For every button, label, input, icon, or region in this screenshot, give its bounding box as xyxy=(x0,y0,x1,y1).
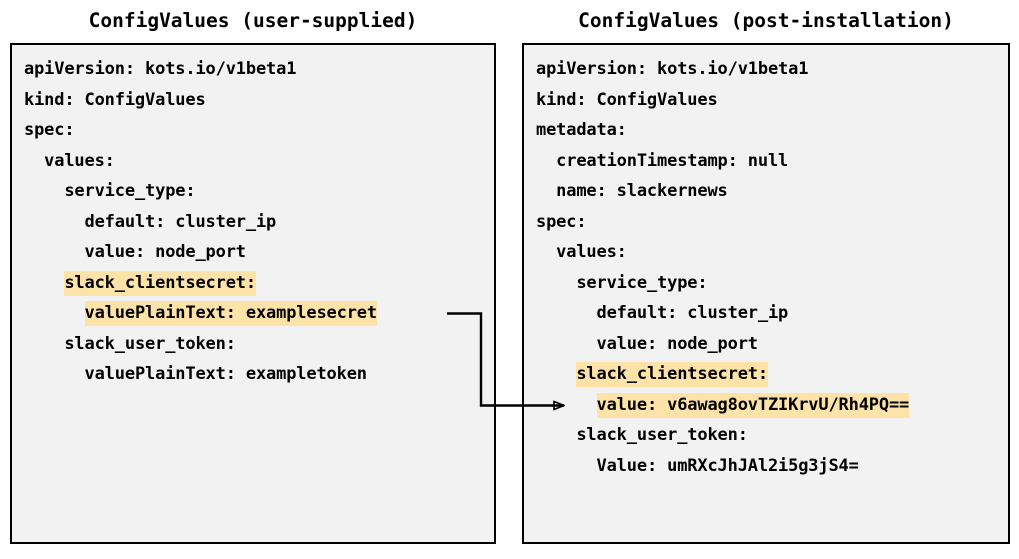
right-panel: ConfigValues (post-installation) apiVers… xyxy=(522,8,1010,544)
right-config-text-8: default: cluster_ip xyxy=(596,303,789,323)
right-config-line-4: name: slackernews xyxy=(536,176,1004,207)
right-config-text-11: value: v6awag8ovTZIKrvU/Rh4PQ== xyxy=(596,392,909,418)
right-code-lines: apiVersion: kots.io/v1beta1 kind: ConfigV… xyxy=(536,54,1004,481)
left-config-line-5: default: cluster_ip xyxy=(24,207,490,238)
left-config-indent-4 xyxy=(24,181,64,201)
left-config-line-9: slack_user_token: xyxy=(24,329,490,360)
right-config-line-11: value: v6awag8ovTZIKrvU/Rh4PQ== xyxy=(536,390,1004,421)
left-config-line-3: values: xyxy=(24,146,490,177)
left-config-text-0: apiVersion: kots.io/v1beta1 xyxy=(24,59,297,79)
left-config-line-8: valuePlainText: examplesecret xyxy=(24,298,490,329)
right-panel-title: ConfigValues (post-installation) xyxy=(578,9,954,32)
right-config-line-5: spec: xyxy=(536,207,1004,238)
right-config-line-13: Value: umRXcJhJAl2i5g3jS4= xyxy=(536,451,1004,482)
right-config-line-2: metadata: xyxy=(536,115,1004,146)
right-config-line-3: creationTimestamp: null xyxy=(536,146,1004,177)
right-config-text-9: value: node_port xyxy=(596,333,759,354)
left-panel: ConfigValues (user-supplied) apiVersion:… xyxy=(10,8,496,544)
right-config-line-7: service_type: xyxy=(536,268,1004,299)
left-config-indent-10 xyxy=(24,364,85,384)
right-config-indent-4 xyxy=(536,181,556,201)
right-config-indent-6 xyxy=(536,242,556,262)
right-config-text-1: kind: ConfigValues xyxy=(536,89,718,110)
right-config-text-4: name: slackernews xyxy=(556,181,728,201)
right-config-text-12: slack_user_token: xyxy=(576,425,748,445)
left-config-line-2: spec: xyxy=(24,115,490,146)
right-config-text-3: creationTimestamp: null xyxy=(556,150,789,171)
left-config-text-3: values: xyxy=(44,150,115,171)
right-config-indent-10 xyxy=(536,364,576,384)
right-config-text-0: apiVersion: kots.io/v1beta1 xyxy=(536,59,809,79)
right-config-text-6: values: xyxy=(556,242,627,262)
right-config-text-5: spec: xyxy=(536,211,587,232)
right-config-line-10: slack_clientsecret: xyxy=(536,359,1004,390)
right-config-text-10: slack_clientsecret: xyxy=(576,362,768,387)
left-config-text-4: service_type: xyxy=(64,181,196,201)
left-config-text-8: valuePlainText: examplesecret xyxy=(84,301,377,326)
left-config-indent-3 xyxy=(24,151,44,171)
left-config-indent-7 xyxy=(24,273,64,293)
right-config-indent-11 xyxy=(536,395,597,415)
left-config-line-1: kind: ConfigValues xyxy=(24,85,490,116)
left-config-indent-5 xyxy=(24,212,85,232)
right-config-indent-13 xyxy=(536,456,597,476)
left-config-line-6: value: node_port xyxy=(24,237,490,268)
right-config-text-2: metadata: xyxy=(536,120,627,140)
right-config-line-0: apiVersion: kots.io/v1beta1 xyxy=(536,54,1004,85)
right-config-indent-7 xyxy=(536,273,576,293)
left-config-text-10: valuePlainText: exampletoken xyxy=(84,364,368,384)
left-config-box: apiVersion: kots.io/v1beta1 kind: ConfigV… xyxy=(10,43,496,544)
left-config-text-7: slack_clientsecret: xyxy=(64,270,256,296)
right-config-line-9: value: node_port xyxy=(536,329,1004,360)
left-config-indent-6 xyxy=(24,242,85,262)
right-config-text-13: Value: umRXcJhJAl2i5g3jS4= xyxy=(596,455,859,476)
right-config-line-1: kind: ConfigValues xyxy=(536,85,1004,116)
left-config-indent-8 xyxy=(24,303,85,323)
right-config-indent-8 xyxy=(536,303,597,323)
right-config-box: apiVersion: kots.io/v1beta1 kind: ConfigV… xyxy=(522,43,1010,544)
left-panel-title: ConfigValues (user-supplied) xyxy=(88,9,418,32)
left-config-text-2: spec: xyxy=(24,120,75,140)
left-config-text-5: default: cluster_ip xyxy=(84,211,277,232)
right-config-line-12: slack_user_token: xyxy=(536,420,1004,451)
left-code-lines: apiVersion: kots.io/v1beta1 kind: ConfigV… xyxy=(24,54,490,390)
right-config-line-8: default: cluster_ip xyxy=(536,298,1004,329)
right-config-text-7: service_type: xyxy=(576,272,708,293)
left-config-indent-9 xyxy=(24,334,64,354)
left-config-text-1: kind: ConfigValues xyxy=(24,89,206,110)
right-config-indent-3 xyxy=(536,151,556,171)
left-config-line-0: apiVersion: kots.io/v1beta1 xyxy=(24,54,490,85)
left-config-text-9: slack_user_token: xyxy=(64,333,236,354)
right-config-indent-9 xyxy=(536,334,597,354)
right-config-indent-12 xyxy=(536,425,576,445)
left-config-line-7: slack_clientsecret: xyxy=(24,268,490,299)
left-config-text-6: value: node_port xyxy=(84,242,247,262)
right-config-line-6: values: xyxy=(536,237,1004,268)
left-config-line-4: service_type: xyxy=(24,176,490,207)
left-config-line-10: valuePlainText: exampletoken xyxy=(24,359,490,390)
